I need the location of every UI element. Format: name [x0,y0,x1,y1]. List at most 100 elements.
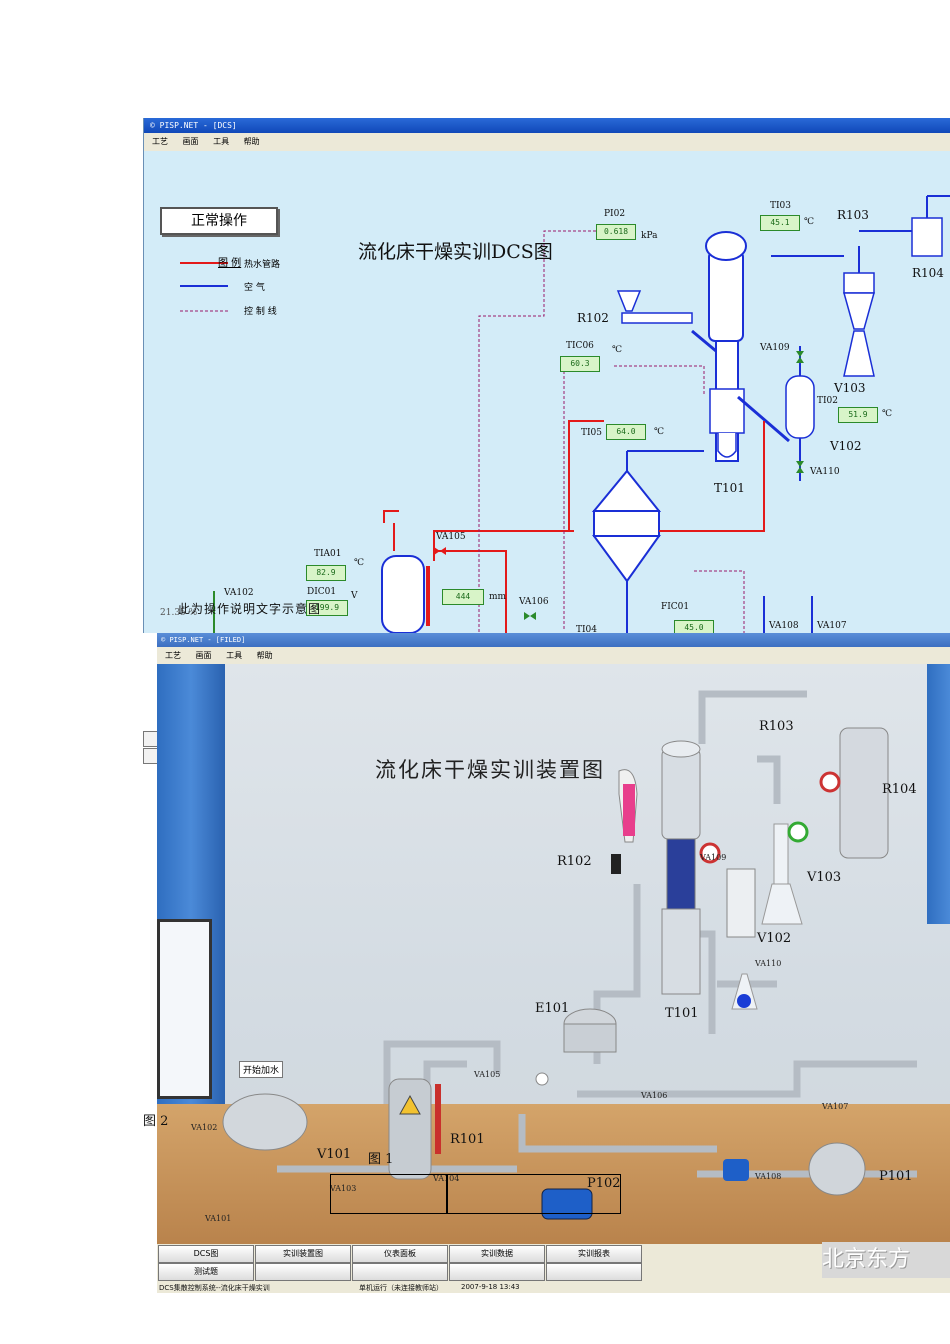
dcs-canvas: 正常操作 流化床干燥实训DCS图 图 例 热水管路 空 气 控 制 线 PI02… [144,151,950,633]
device-diagram-title: 流化床干燥实训装置图 [375,758,605,782]
label-p101: P101 [879,1169,913,1184]
tic06-unit: ℃ [612,345,623,355]
tab-empty-5[interactable] [546,1263,642,1281]
tia01-tag: TIA01 [314,549,342,559]
label-va109: VA109 [700,853,727,862]
menu-screen[interactable]: 画面 [195,651,212,660]
label-r103: R103 [837,208,869,222]
normal-operation-button[interactable]: 正常操作 [160,207,278,235]
dcs-process-diagram [180,195,950,633]
label-va102: VA102 [191,1123,218,1132]
device-drawing [222,690,917,1220]
caption-fig2: 图 2 [143,1114,169,1129]
tab-training-data[interactable]: 实训数据 [449,1245,545,1263]
ti05-value[interactable]: 64.0 [606,424,646,440]
label-va107: VA107 [822,1102,849,1111]
tia01-unit: ℃ [354,558,365,568]
label-va102: VA102 [224,588,254,598]
window-icon: © [161,636,166,644]
brand-logo: 北京东方 [822,1242,950,1278]
status-mode: 单机运行（未连接教师站） [359,1284,443,1292]
device-window-titlebar: © PISP.NET - [FILED] [157,633,950,647]
dic01-tag: DIC01 [307,587,337,597]
tab-device[interactable]: 实训装置图 [255,1245,351,1263]
menu-help[interactable]: 帮助 [256,651,273,660]
fic01-tag: FIC01 [661,602,690,612]
legend-air: 空 气 [244,283,265,293]
label-t101: T101 [665,1006,699,1021]
dic01-value[interactable]: 199.9 [306,600,348,616]
overlay-text: 此为操作说明文字示意图 [178,602,322,616]
room-window [157,919,212,1099]
tab-training-report[interactable]: 实训报表 [546,1245,642,1263]
ti03-unit: ℃ [804,217,815,227]
dic01-unit: V [351,591,358,601]
side-button-2[interactable] [143,748,158,764]
label-va105: VA105 [436,532,466,542]
label-p102: P102 [587,1176,621,1191]
dcs-window-title: PISP.NET - [DCS] [159,121,237,130]
label-r102: R102 [557,854,592,869]
label-va106: VA106 [641,1091,668,1100]
label-e101: E101 [535,1001,570,1016]
tic06-value[interactable]: 60.3 [560,356,600,372]
ti03-value[interactable]: 45.1 [760,215,800,231]
tab-empty-4[interactable] [449,1263,545,1281]
ti02-unit: ℃ [882,409,893,419]
legend-title: 图 例 [218,258,242,269]
tab-empty-3[interactable] [352,1263,448,1281]
menu-screen[interactable]: 画面 [182,137,199,146]
level-unit: mm [489,592,507,602]
label-va110: VA110 [755,959,782,968]
label-v103: V103 [834,381,866,395]
label-v102: V102 [830,439,862,453]
dcs-window-titlebar: © PISP.NET - [DCS] [144,118,950,133]
menu-tools[interactable]: 工具 [226,651,243,660]
label-v102: V102 [757,931,792,946]
ti05-unit: ℃ [654,427,665,437]
menu-help[interactable]: 帮助 [243,137,260,146]
tia01-value[interactable]: 82.9 [306,565,346,581]
label-va108: VA108 [769,621,799,631]
pi02-value[interactable]: 0.618 [596,224,636,240]
legend-hot-water: 热水管路 [244,260,281,270]
tic06-tag: TIC06 [566,341,594,351]
ti02-value[interactable]: 51.9 [838,407,878,423]
tab-empty-2[interactable] [255,1263,351,1281]
label-va110: VA110 [810,467,840,477]
label-v101: V101 [317,1147,352,1162]
label-va103: VA103 [330,1184,357,1193]
pi02-unit: kPa [641,231,658,241]
status-time: 2007-9-18 13:43 [461,1283,520,1291]
label-t101: T101 [714,481,745,495]
tab-instrument-panel[interactable]: 仪表面板 [352,1245,448,1263]
label-ti04: TI04 [576,625,598,633]
label-r101: R101 [450,1132,485,1147]
fic01-value[interactable]: 45.0 [674,620,714,633]
label-va108: VA108 [755,1172,782,1181]
ti02-tag: TI02 [817,396,839,406]
pi02-tag: PI02 [604,209,626,219]
start-water-button[interactable]: 开始加水 [239,1061,284,1078]
menu-process[interactable]: 工艺 [165,651,181,660]
tab-test[interactable]: 测试题 [158,1263,254,1281]
dcs-menubar: 工艺 画面 工具 帮助 [144,133,950,151]
tab-dcs[interactable]: DCS图 [158,1245,254,1263]
level-value[interactable]: 444 [442,589,484,605]
menu-process[interactable]: 工艺 [152,137,168,146]
legend-control-line: 控 制 线 [244,307,277,317]
label-r104: R104 [912,266,944,280]
device-scene: 流化床干燥实训装置图 开始加水 R103 R104 R102 V103 V102… [157,664,950,1244]
label-r104: R104 [882,782,917,797]
dcs-diagram-title: 流化床干燥实训DCS图 [358,241,553,263]
menu-tools[interactable]: 工具 [213,137,230,146]
status-system: DCS集散控制系统--流化床干燥实训 [159,1284,270,1292]
label-va105: VA105 [474,1070,501,1079]
device-window-title: PISP.NET - [FILED] [169,636,246,644]
doc-box-left [330,1174,448,1214]
label-va109: VA109 [760,343,790,353]
window-icon: © [150,121,155,130]
side-button-1[interactable] [143,731,158,747]
label-va107: VA107 [817,621,847,631]
label-v103: V103 [807,870,842,885]
